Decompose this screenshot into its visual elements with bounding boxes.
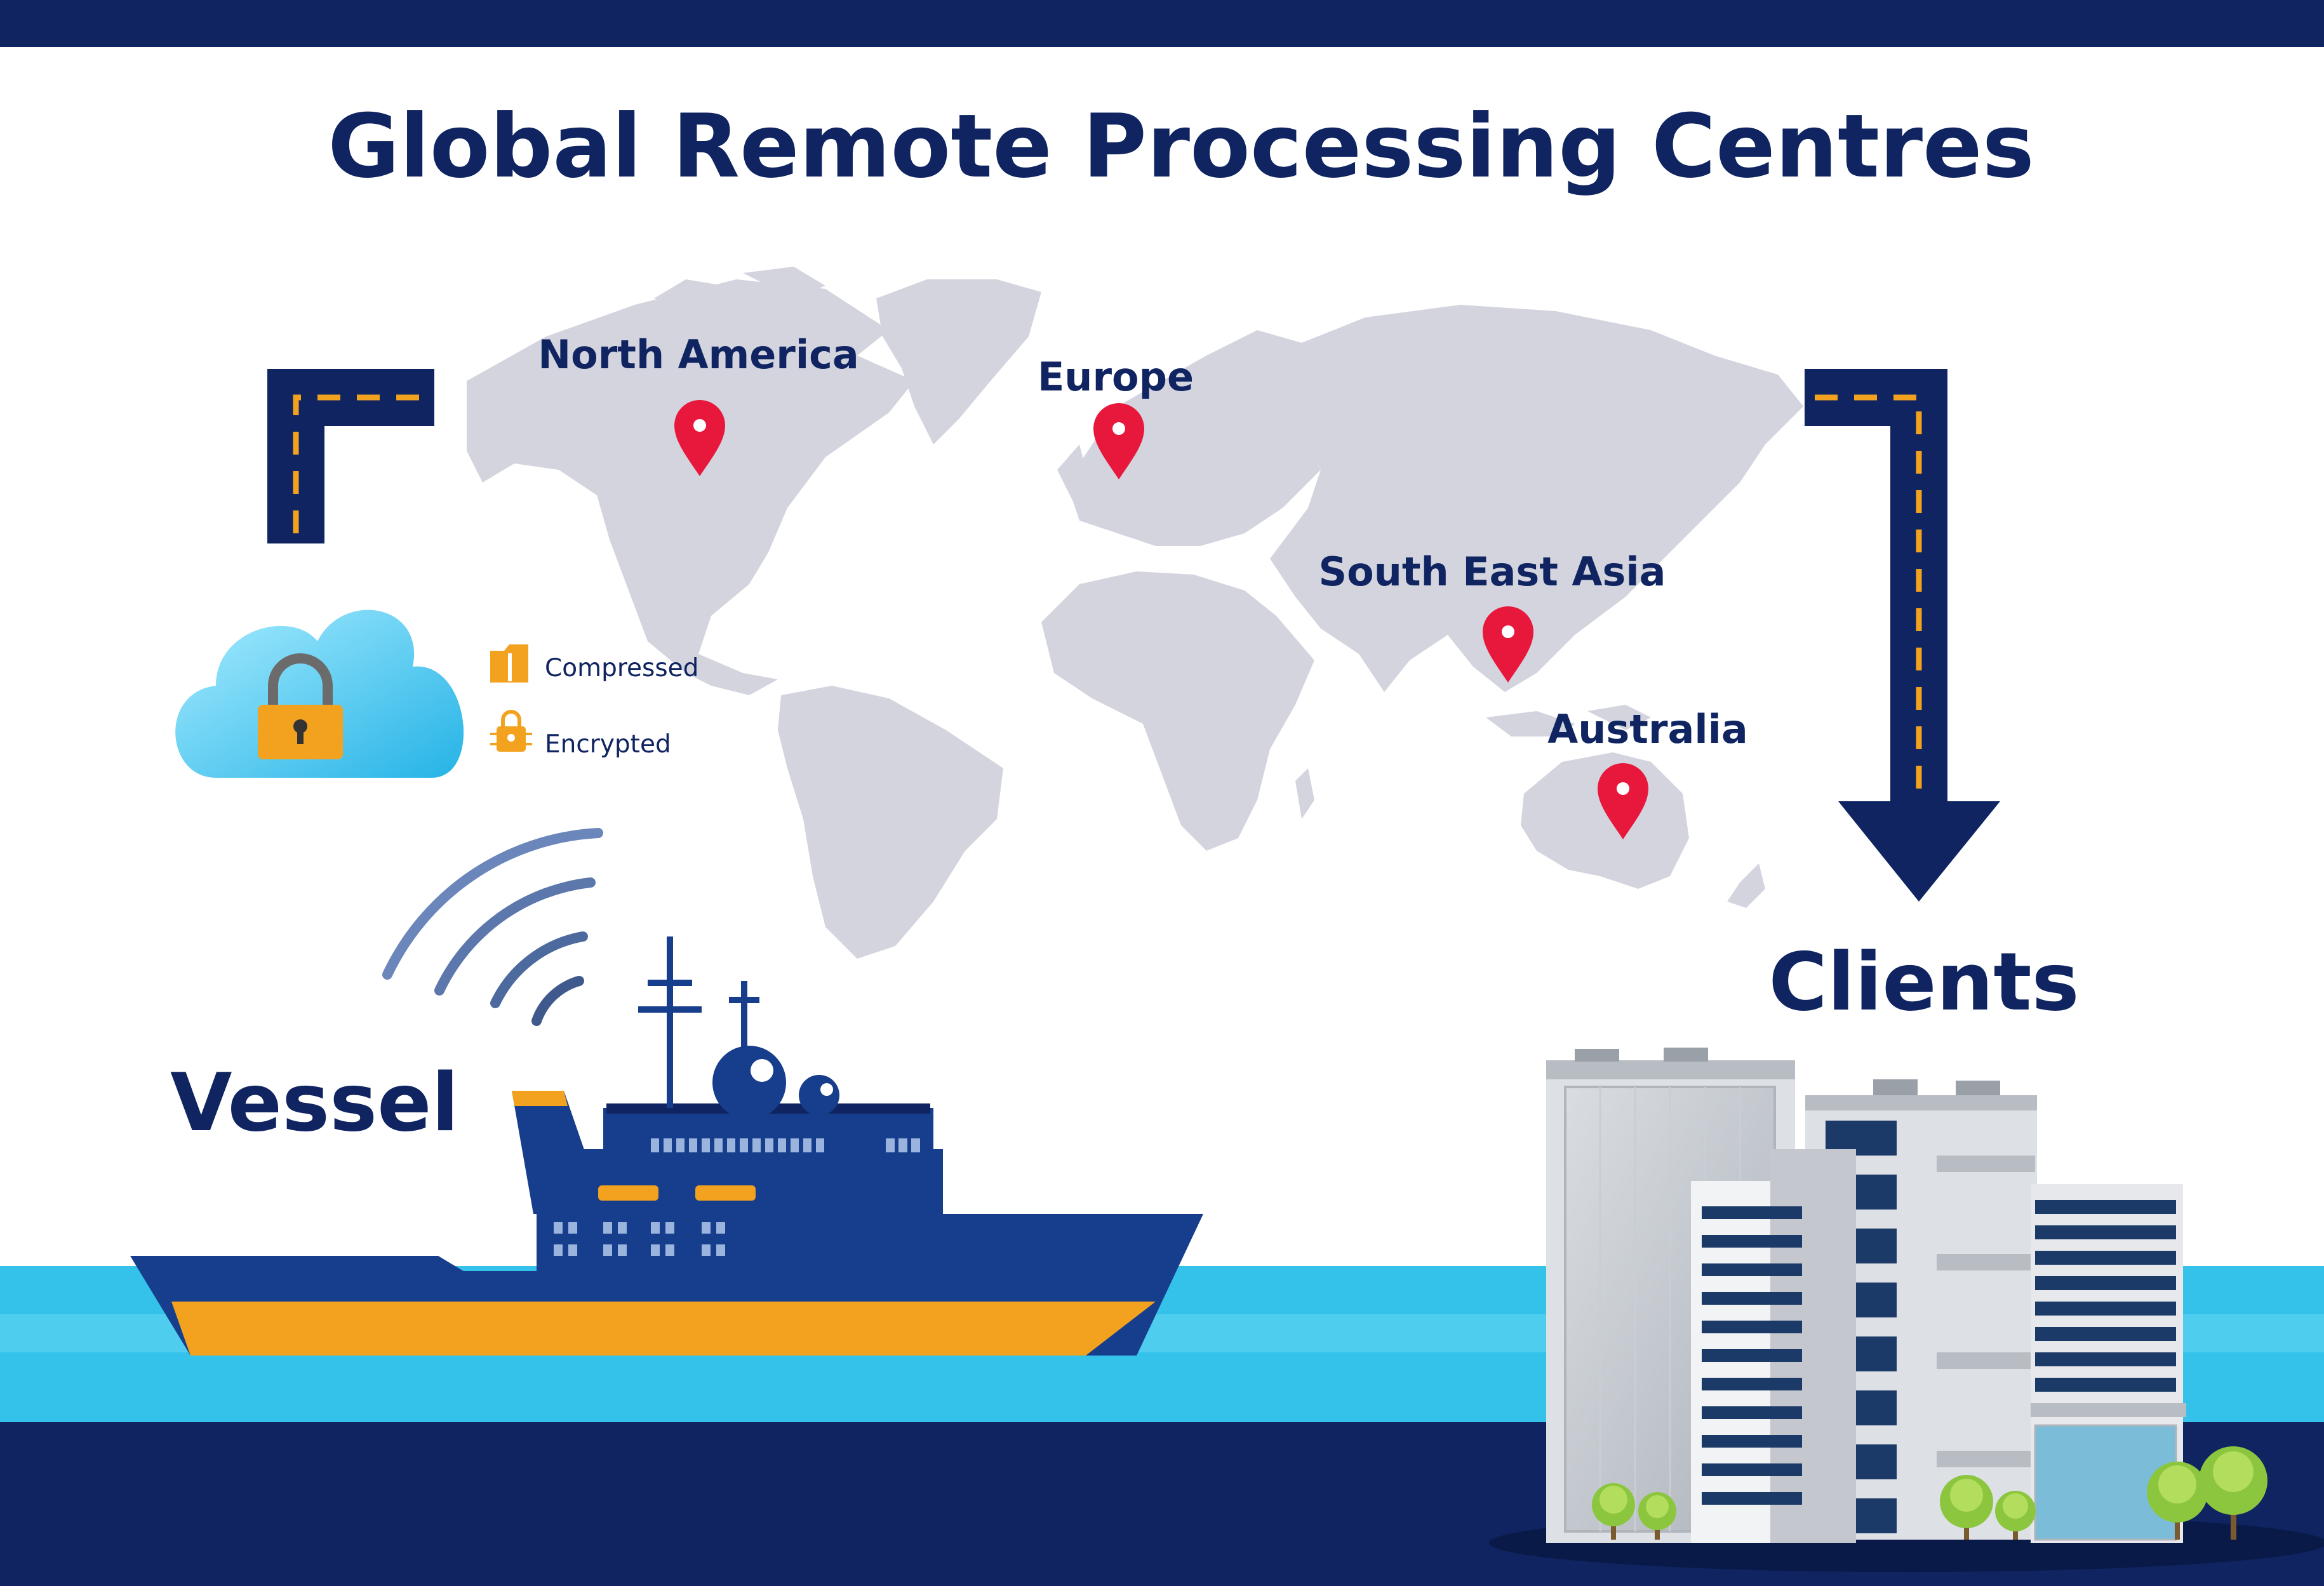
region-label-australia: Australia [1547, 706, 1747, 752]
continent-north-america [467, 279, 914, 695]
data-property-encrypted: Encrypted [545, 730, 671, 759]
world-map [467, 267, 1803, 959]
vessel-superstructure-lower [537, 1149, 943, 1276]
folder-zip-icon [490, 644, 528, 683]
map-pin-north-america-icon [674, 400, 725, 476]
arrow-down-icon [1838, 801, 2000, 902]
region-label-north-america: North America [538, 331, 858, 378]
british-isles [1057, 444, 1089, 502]
data-property-compressed: Compressed [545, 654, 698, 683]
vessel-mast [638, 936, 759, 1108]
vessel-hull-stripe [171, 1302, 1156, 1356]
continent-africa [1041, 571, 1314, 851]
map-pin-europe-icon [1093, 403, 1144, 479]
padlock-icon [258, 653, 343, 759]
continent-asia [1270, 305, 1803, 692]
japan [1645, 489, 1683, 552]
trees [1592, 1446, 2267, 1540]
road-connector-left [267, 369, 434, 543]
client-buildings-illustration [1489, 1048, 2324, 1572]
top-band [0, 0, 2324, 47]
road-connector-right [1805, 369, 2000, 902]
page-title: Global Remote Processing Centres [328, 95, 2034, 197]
wifi-signal-icon [382, 828, 603, 1026]
vessel-portholes [554, 1222, 725, 1256]
madagascar [1295, 768, 1314, 819]
continent-south-america [778, 686, 1003, 959]
radar-dome-small [799, 1075, 839, 1116]
region-label-europe: Europe [1038, 354, 1194, 400]
indonesia-islands [1486, 705, 1651, 736]
map-pin-australia-icon [1598, 763, 1648, 839]
vessel-illustration [130, 936, 1203, 1356]
clients-label: Clients [1768, 935, 2079, 1029]
new-zealand [1727, 863, 1765, 908]
vessel-label: Vessel [170, 1056, 459, 1149]
map-pin-south-east-asia-icon [1483, 606, 1533, 683]
secure-cloud-icon [175, 610, 464, 778]
continent-europe [1067, 330, 1321, 546]
vessel-bridge [603, 1108, 933, 1162]
padlock-circuit-icon [490, 710, 532, 752]
radar-dome-large [712, 1046, 786, 1119]
vessel-windows [651, 1138, 920, 1152]
arctic-islands [654, 267, 825, 317]
region-label-south-east-asia: South East Asia [1318, 549, 1666, 595]
continent-greenland [876, 279, 1041, 444]
